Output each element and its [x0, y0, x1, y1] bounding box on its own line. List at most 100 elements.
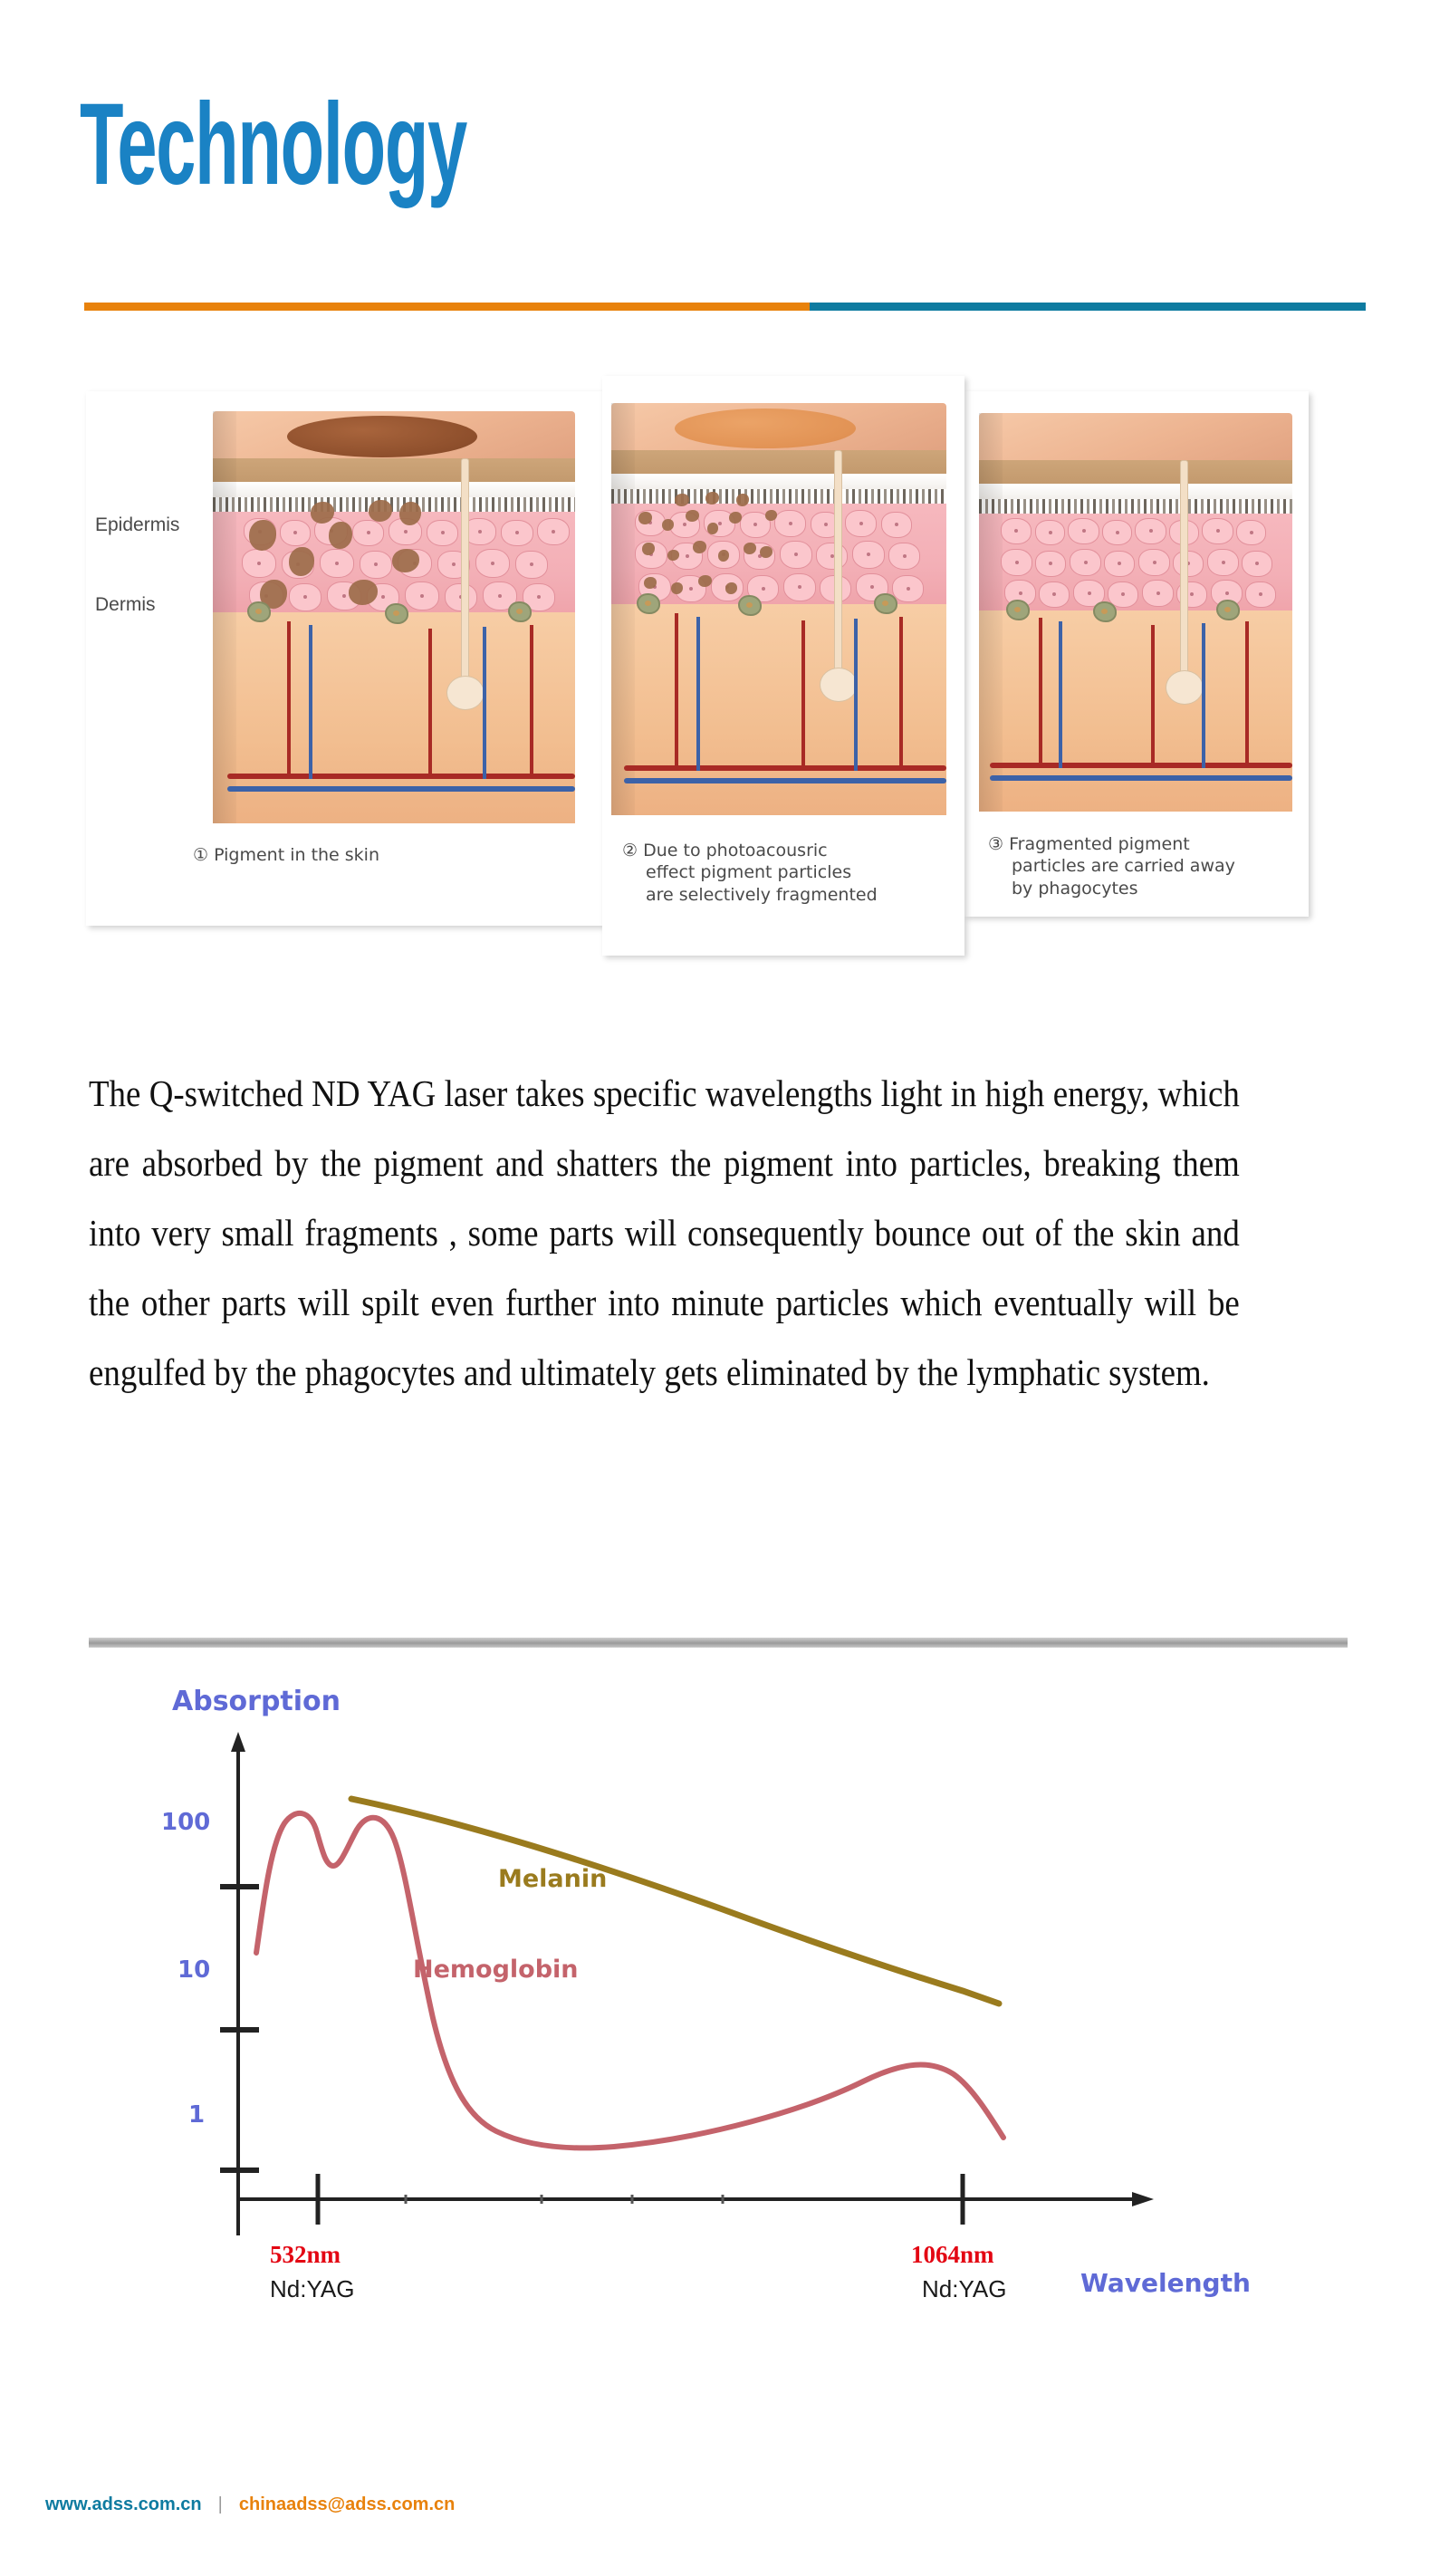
x-marker-532nm-label: 532nm — [270, 2241, 341, 2268]
page-footer: www.adss.com.cn | chinaadss@adss.com.cn — [45, 2494, 455, 2515]
fragmented-pigment-particle — [729, 512, 742, 524]
capillary-loop — [1202, 623, 1205, 768]
block-side-face — [213, 411, 236, 823]
melanin-series-label: Melanin — [498, 1865, 607, 1893]
capillary-loop — [675, 613, 678, 769]
capillary-loop — [801, 620, 805, 771]
x-marker-532nm-sublabel: Nd:YAG — [270, 2275, 354, 2302]
stratum-lucidum-layer — [611, 474, 946, 489]
y-axis-label: Absorption — [172, 1686, 341, 1717]
panel-3-caption-line-1: Fragmented pigment — [1009, 834, 1190, 854]
keratinocyte-cell — [352, 520, 384, 546]
artery-vessel — [624, 765, 946, 771]
chart-top-bar — [89, 1638, 1348, 1648]
hair-follicle-bulb — [1166, 670, 1204, 705]
label-epidermis: Epidermis — [95, 514, 180, 535]
hair-follicle-bulb — [446, 676, 485, 710]
keratinocyte-cell — [515, 551, 548, 579]
capillary-loop — [1059, 621, 1062, 768]
keratinocyte-cell — [1035, 520, 1065, 545]
dermis-layer — [611, 604, 946, 815]
hair-follicle-shaft — [1180, 460, 1188, 679]
pigment-cluster — [329, 522, 352, 549]
fragmented-pigment-particle — [662, 519, 674, 531]
keratinocyte-cell — [1207, 549, 1239, 576]
capillary-loop — [854, 619, 858, 771]
block-side-face — [979, 413, 1003, 812]
fragmented-pigment-particle — [725, 582, 737, 594]
vein-vessel — [990, 775, 1292, 781]
footer-website-link[interactable]: www.adss.com.cn — [45, 2494, 202, 2514]
keratinocyte-cell — [1245, 582, 1276, 608]
label-dermis: Dermis — [95, 594, 156, 615]
panel-1-caption: ① Pigment in the skin — [193, 844, 602, 866]
panel-2-caption-line-3: are selectively fragmented — [646, 884, 878, 905]
footer-email-link[interactable]: chinaadss@adss.com.cn — [238, 2494, 456, 2514]
capillary-loop — [1151, 625, 1155, 768]
melanin-curve — [348, 1795, 1003, 2007]
fragmented-pigment-particle — [765, 510, 777, 521]
fragmented-pigment-particle — [671, 582, 683, 594]
keratinocyte-cell — [1104, 551, 1135, 577]
artery-vessel — [227, 774, 575, 779]
hemoglobin-curve — [254, 1811, 1006, 2151]
fragmented-pigment-particle — [686, 510, 699, 522]
capillary-loop — [1039, 618, 1042, 766]
skin-diagram-panel-1: Epidermis Dermis — [86, 391, 602, 926]
capillary-loop — [287, 621, 291, 777]
panel-3-caption: ③ Fragmented pigment particles are carri… — [988, 833, 1309, 899]
x-marker-1064nm-label: 1064nm — [911, 2241, 994, 2268]
divider-segment-orange — [84, 303, 810, 311]
keratinocyte-cell — [881, 512, 912, 538]
panel-3-caption-line-2: particles are carried away — [1012, 856, 1235, 877]
keratinocyte-cell — [1073, 580, 1105, 607]
keratinocyte-cell — [1135, 518, 1166, 544]
panel-3-number-icon: ③ — [988, 834, 1004, 854]
keratinocyte-cell — [1070, 549, 1101, 576]
capillary-loop — [899, 617, 903, 771]
panel-1-caption-text: Pigment in the skin — [214, 845, 380, 865]
fragmented-pigment-particle — [644, 577, 657, 589]
keratinocyte-cell — [360, 551, 392, 579]
stratum-granulosum-layer — [979, 499, 1292, 514]
keratinocyte-cell — [427, 520, 458, 546]
fragmented-pigment-particle — [693, 541, 706, 553]
panel-3-caption-line-3: by phagocytes — [1012, 878, 1138, 899]
y-tick-label-1: 1 — [188, 2101, 205, 2129]
keratinocyte-cell — [537, 518, 570, 545]
fragmented-pigment-particle — [667, 550, 679, 561]
x-axis-arrow-head — [1132, 2192, 1154, 2206]
melanocyte-cell — [637, 593, 660, 614]
pigment-lesion-spot — [675, 409, 856, 448]
panel-2-number-icon: ② — [622, 841, 638, 860]
title-divider-rule — [84, 303, 1366, 311]
keratinocyte-cell — [783, 573, 816, 601]
keratinocyte-cell — [1202, 518, 1233, 544]
melanocyte-cell — [508, 601, 532, 622]
pigment-cluster — [349, 580, 378, 605]
artery-vessel — [990, 763, 1292, 768]
skin-diagram-panel-3: ③ Fragmented pigment particles are carri… — [964, 391, 1309, 917]
fragmented-pigment-particle — [642, 543, 655, 555]
melanocyte-cell — [247, 601, 271, 622]
panel-2-caption: ② Due to photoacousric effect pigment pa… — [622, 840, 964, 906]
capillary-loop — [1245, 621, 1249, 768]
page-title: Technology — [80, 80, 467, 209]
skin-diagram-strip: Epidermis Dermis — [86, 376, 1363, 974]
fragmented-pigment-particle — [760, 546, 772, 558]
keratinocyte-cell — [1039, 582, 1070, 608]
fragmented-pigment-particle — [744, 543, 756, 554]
keratinocyte-cell — [780, 541, 812, 569]
pigment-cluster — [289, 547, 314, 576]
keratinocyte-cell — [1068, 518, 1099, 544]
x-axis-label: Wavelength — [1080, 2268, 1251, 2298]
melanocyte-cell — [385, 603, 408, 624]
melanocyte-cell — [1216, 600, 1240, 620]
dermis-layer — [213, 612, 575, 823]
fragmented-pigment-particle — [705, 492, 719, 505]
capillary-loop — [428, 629, 432, 779]
panel-1-side-labels: Epidermis Dermis — [95, 391, 204, 926]
absorption-chart-svg: Absorption 100 10 1 Melanin Hemoglobin 5… — [161, 1686, 1251, 2302]
x-marker-1064nm-sublabel: Nd:YAG — [922, 2275, 1006, 2302]
vein-vessel — [624, 778, 946, 783]
